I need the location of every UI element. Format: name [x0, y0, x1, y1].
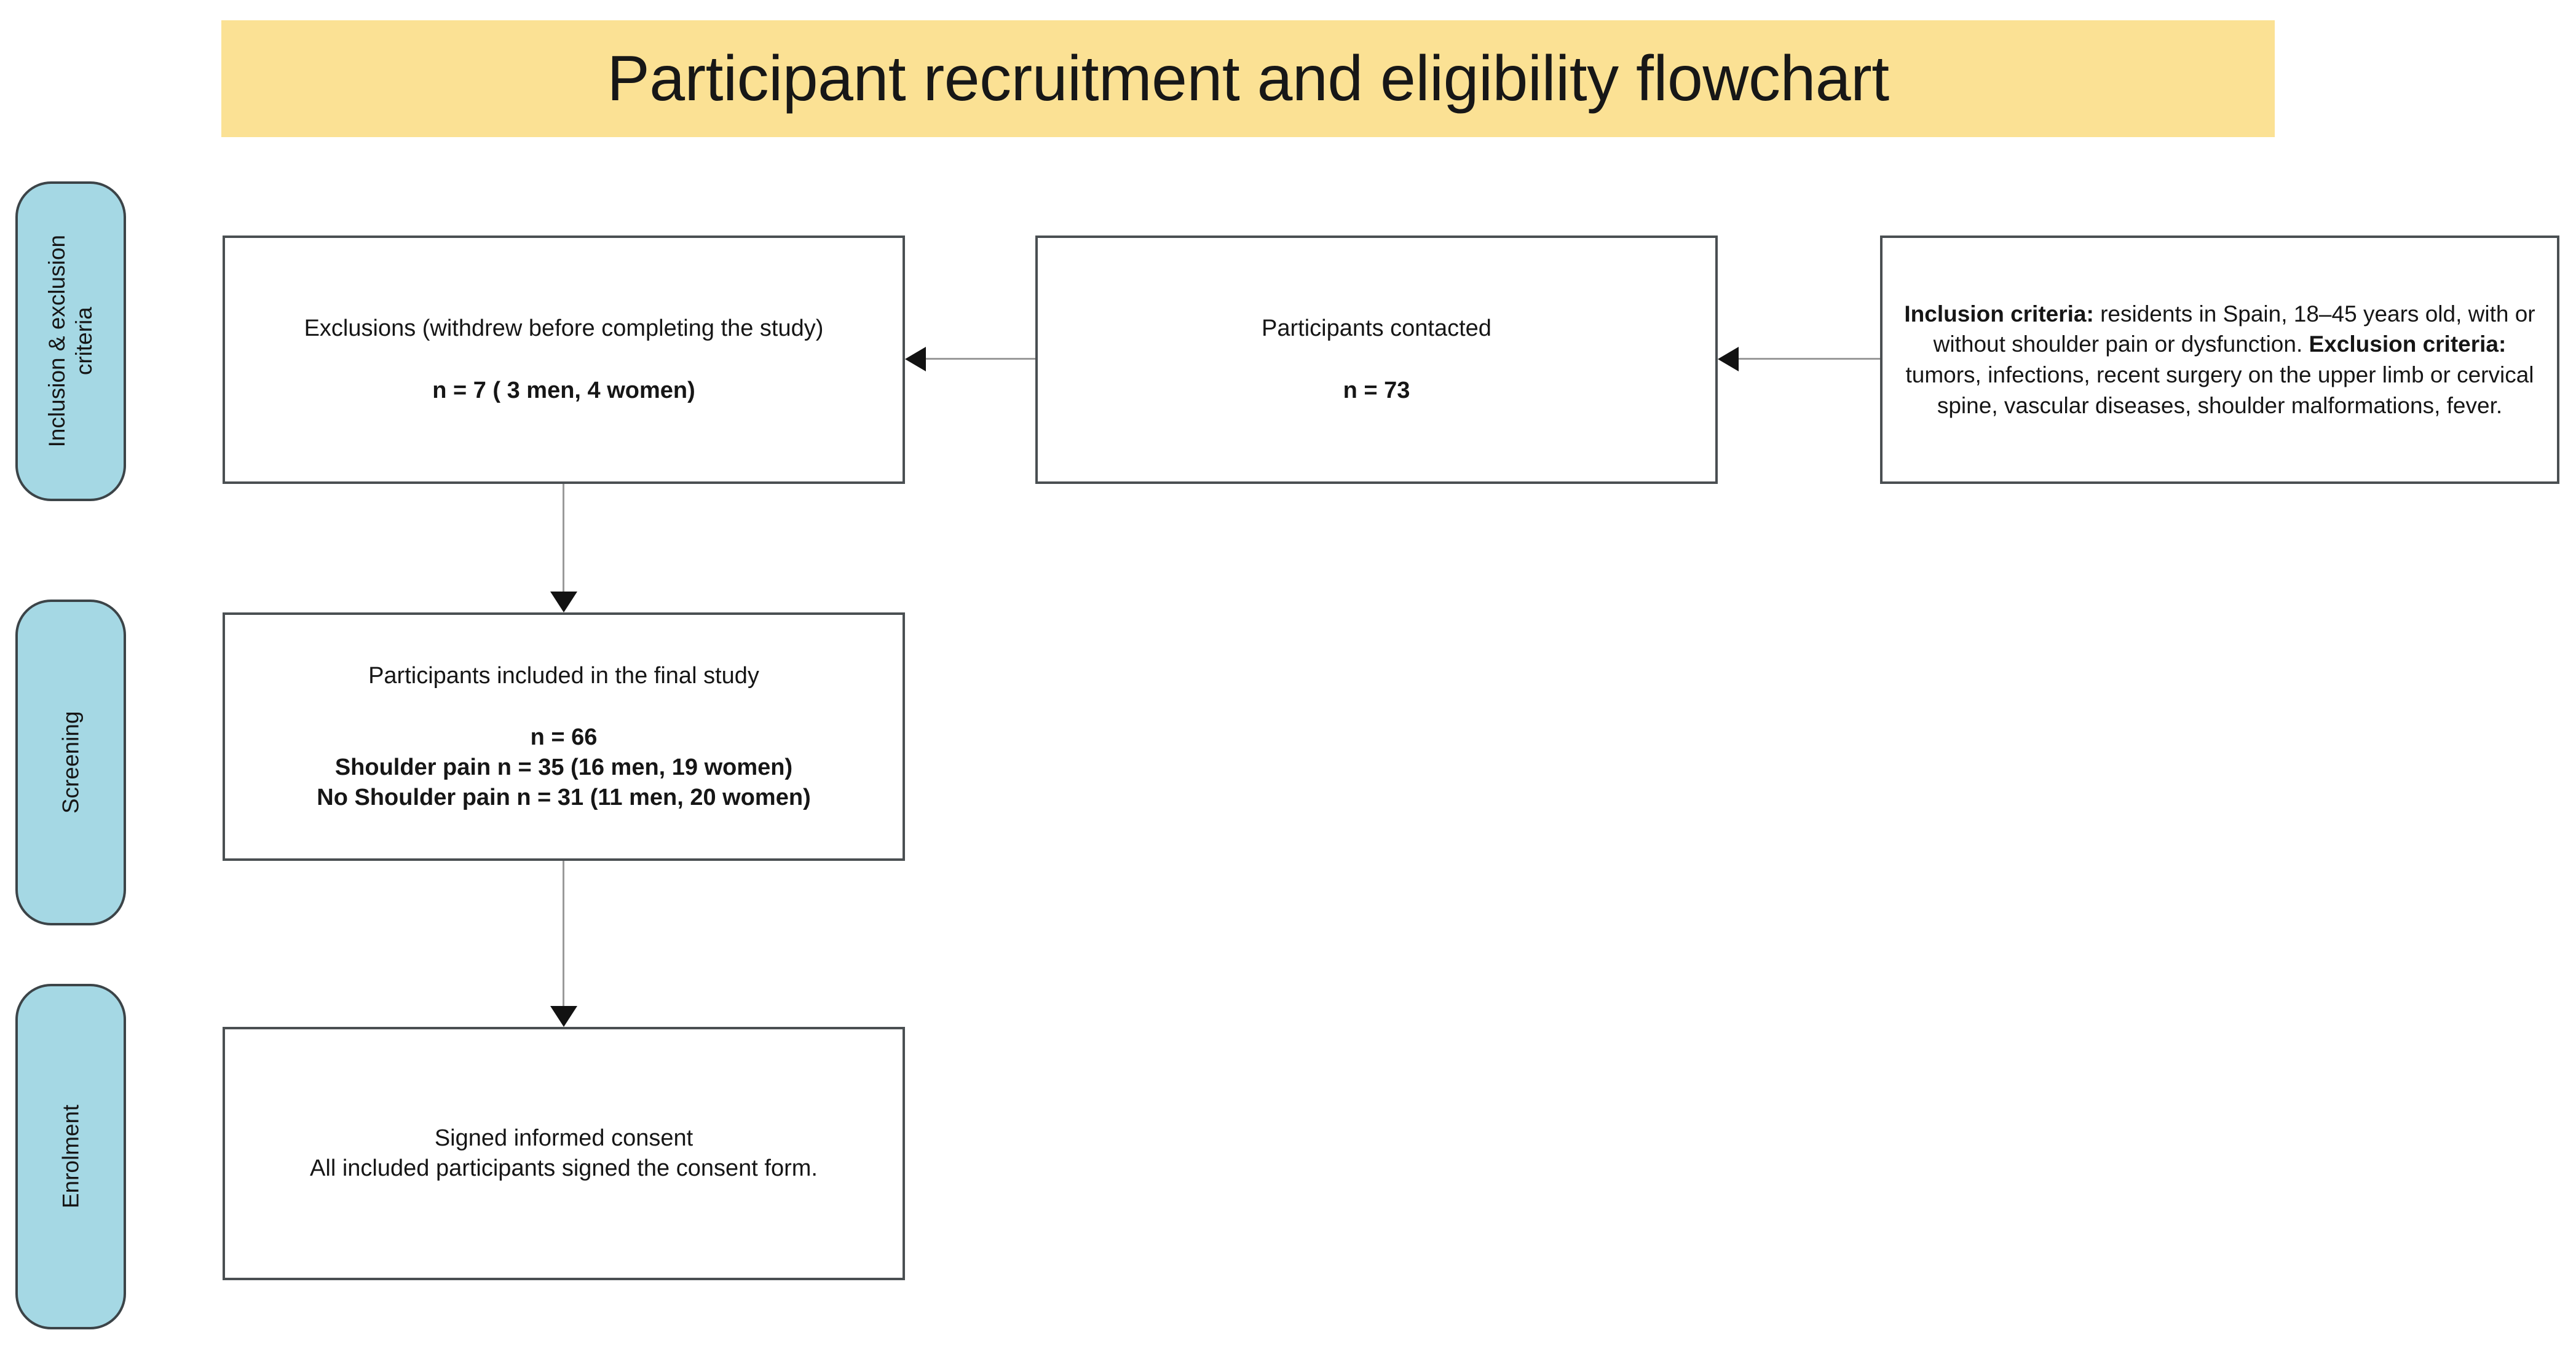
flow-box-informed-consent: Signed informed consent All included par…: [223, 1027, 905, 1280]
flow-box-participants-contacted: Participants contacted n = 73: [1035, 236, 1718, 484]
final-total-count: n = 66: [530, 724, 598, 751]
exclusion-criteria-text: tumors, infections, recent surgery on th…: [1905, 362, 2534, 418]
stage-pill-label: Screening: [58, 711, 84, 814]
flow-box-final-study: Participants included in the final study…: [223, 612, 905, 861]
arrow-down-icon: [550, 592, 577, 612]
final-shoulder-pain-count: Shoulder pain n = 35 (16 men, 19 women): [334, 754, 793, 780]
stage-pill-label: Inclusion & exclusion criteria: [44, 235, 97, 448]
contacted-title: Participants contacted: [1262, 315, 1491, 342]
consent-detail: All included participants signed the con…: [310, 1155, 818, 1181]
stage-pill-screening: Screening: [15, 600, 126, 925]
stage-pill-label: Enrolment: [58, 1104, 84, 1209]
exclusions-title: Exclusions (withdrew before completing t…: [304, 315, 824, 342]
criteria-paragraph: Inclusion criteria: residents in Spain, …: [1898, 299, 2541, 421]
connector-line: [907, 358, 1035, 360]
inclusion-criteria-text: residents in Spain, 18–45 years old, wit…: [1933, 301, 2535, 357]
arrow-down-icon: [550, 1006, 577, 1027]
page-title: Participant recruitment and eligibility …: [607, 43, 1889, 114]
arrow-left-icon: [1718, 347, 1739, 371]
connector-line: [1720, 358, 1880, 360]
connector-line: [563, 861, 564, 1008]
inclusion-criteria-label: Inclusion criteria:: [1904, 301, 2094, 327]
connector-line: [563, 484, 564, 596]
exclusions-count: n = 7 ( 3 men, 4 women): [432, 378, 695, 403]
final-title: Participants included in the final study: [368, 662, 759, 689]
flow-box-eligibility-criteria: Inclusion criteria: residents in Spain, …: [1880, 236, 2559, 484]
arrow-left-icon: [905, 347, 926, 371]
consent-title: Signed informed consent: [434, 1125, 693, 1152]
contacted-count: n = 73: [1343, 378, 1410, 403]
exclusion-criteria-label: Exclusion criteria:: [2309, 331, 2507, 357]
stage-pill-inclusion-exclusion-criteria: Inclusion & exclusion criteria: [15, 181, 126, 501]
flow-box-exclusions: Exclusions (withdrew before completing t…: [223, 236, 905, 484]
title-banner: Participant recruitment and eligibility …: [221, 20, 2275, 137]
stage-pill-enrolment: Enrolment: [15, 984, 126, 1329]
final-no-shoulder-pain-count: No Shoulder pain n = 31 (11 men, 20 wome…: [317, 784, 811, 810]
